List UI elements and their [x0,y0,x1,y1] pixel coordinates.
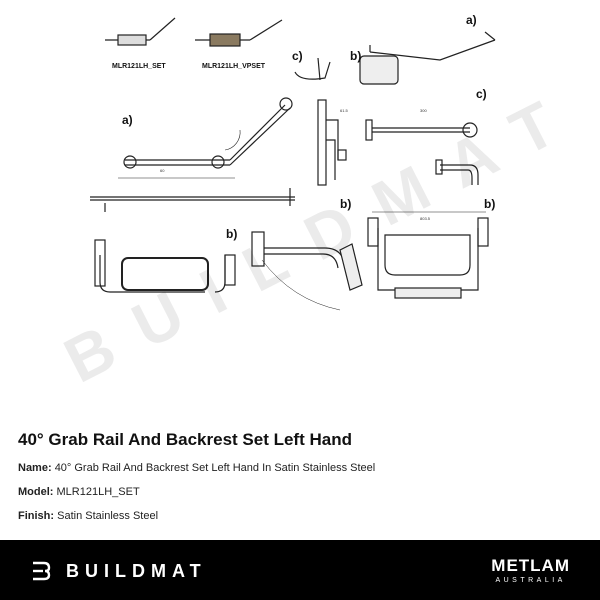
partner-name: METLAM [491,556,570,575]
partner-subtitle: AUSTRALIA [495,577,566,584]
tag-c-right: c) [476,87,487,101]
thumbnail-vpset-drawing [195,19,283,47]
isometric-view [294,31,496,85]
spec-key: Finish: [18,510,55,522]
thumbnail-caption-set: MLR121LH_SET [112,63,166,70]
tag-b-left: b) [226,227,237,241]
dim-label: 60 [160,168,165,173]
drawing-b-side [251,231,363,311]
drawing-b-top [367,211,489,299]
drawing-b-side-profile [317,99,347,186]
drawing-a-side [90,188,295,212]
technical-drawings: 60 61.5 300 803.5 MLR121LH_SET MLR121LH_… [53,13,593,397]
thumbnail-set-drawing [105,17,176,46]
footer-brand-name: BUILDMAT [66,560,207,581]
product-title: 40° Grab Rail And Backrest Set Left Hand [18,430,352,449]
buildmat-mark-icon [33,561,51,581]
drawing-b-front [94,239,236,293]
drawing-a-plan [118,97,293,179]
tag-a-plan: a) [122,113,133,127]
tag-a-top: a) [466,13,477,27]
spec-name: Name: 40° Grab Rail And Backrest Set Lef… [18,462,582,474]
tag-b-right: b) [484,197,495,211]
metlam-logo[interactable]: METLAM AUSTRALIA [491,556,570,584]
dim-label: 300 [420,108,427,113]
spec-value: MLR121LH_SET [56,486,140,498]
dim-label: 803.5 [420,216,431,221]
buildmat-logo[interactable]: BUILDMAT [30,559,207,583]
footer-bar: BUILDMAT METLAM AUSTRALIA [0,540,600,600]
product-info: 40° Grab Rail And Backrest Set Left Hand… [18,430,582,534]
drawing-c-plan [365,119,479,185]
dim-label: 61.5 [340,108,349,113]
spec-value: 40° Grab Rail And Backrest Set Left Hand… [54,462,376,474]
spec-model: Model: MLR121LH_SET [18,486,582,498]
tag-b-top: b) [350,49,361,63]
tag-b-mid: b) [340,197,351,211]
spec-key: Model: [18,486,54,498]
drawings-svg: 60 61.5 300 803.5 MLR121LH_SET MLR121LH_… [90,13,496,311]
spec-finish: Finish: Satin Stainless Steel [18,510,582,522]
tag-c-top: c) [292,49,303,63]
spec-value: Satin Stainless Steel [57,510,159,522]
thumbnail-caption-vpset: MLR121LH_VPSET [202,63,266,70]
spec-key: Name: [18,462,52,474]
